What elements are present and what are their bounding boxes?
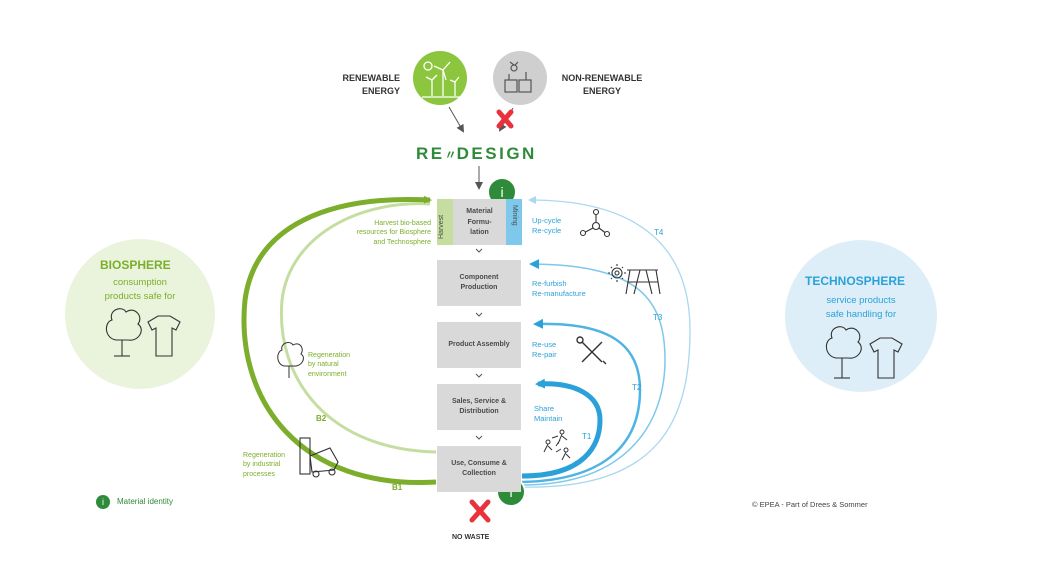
b2-label: B2 [316,414,327,423]
harvest-note-line2: resources for Biosphere [356,229,431,237]
t2-label: T2 [632,383,642,392]
regen-natural-line3: environment [308,370,347,378]
gear-icon [608,264,661,295]
sales-service-box: Sales, Service & Distribution [437,384,521,430]
upcycle-label: Up-cycle Re-cycle [532,216,561,236]
t1-label: T1 [582,432,592,441]
legend-info-marker: i [96,495,110,509]
biosphere-line1: consumption [113,277,167,288]
use-consume-line2: Collection [462,470,496,477]
t4-label: T4 [654,228,664,237]
people-icon [543,429,571,461]
logo-part1: RE [416,144,445,163]
regen-tree-icon [277,342,304,378]
machine-icon [299,437,339,478]
wrench-icon [576,336,607,365]
regen-natural-line1: Regeneration [308,352,351,359]
harvest-label: Harvest [438,214,445,239]
nonrenewable-energy-label: NON-RENEWABLE ENERGY [557,72,647,98]
regen-industrial-line2: by industrial [243,461,281,469]
renewable-energy-circle [413,51,467,105]
regen-industrial-line3: processes [243,470,275,478]
product-assembly-box: Product Assembly [437,322,521,368]
t2-loop [521,318,642,484]
harvest-bar: Harvest [437,199,453,245]
mining-bar: Mining [506,199,522,245]
technosphere-line2: safe handling for [825,308,897,320]
tree-icon-techno [825,326,862,379]
share-line2: Maintain [534,414,563,424]
share-label: Share Maintain [534,404,562,424]
nonrenewable-energy-circle [493,51,547,105]
biosphere-subtitle: consumption products safe for [90,276,190,304]
b2-loop [279,202,437,454]
refurbish-line1: Re-furbish [532,279,567,288]
x-cross-icon [496,109,514,129]
reuse-line2: Re-pair [532,350,557,360]
copyright-label: © EPEA - Part of Drees & Sommer [752,500,868,509]
factory-icon [504,61,532,93]
reuse-line1: Re-use [532,340,557,349]
no-waste-label: NO WASTE [452,534,490,541]
regen-natural-label: Regeneration by natural environment [308,351,350,379]
redesign-logo: RE〃DESIGN [416,144,537,163]
stage-connectors [475,248,483,440]
logo-part2: DESIGN [456,144,537,163]
renewable-energy-label: RENEWABLE ENERGY [320,72,400,98]
sales-service-line1: Sales, Service & [451,397,507,405]
info-marker-top-label: i [500,184,504,200]
component-production-line1: Component [459,273,499,281]
reuse-label: Re-use Re-pair [532,340,557,360]
use-consume-box: Use, Consume & Collection [437,446,521,492]
component-production-line2: Production [460,284,498,291]
no-waste-x-icon [469,499,491,523]
technosphere-line1: service products [826,295,896,306]
wind-turbine-icon [422,61,462,98]
share-line1: Share [534,404,555,413]
harvest-note: Harvest bio-based resources for Biospher… [343,219,431,247]
renewable-line2: ENERGY [361,86,400,97]
shirt-icon [147,315,181,357]
material-formulation-line2: Formu- [467,218,492,226]
mining-label: Mining [511,205,518,226]
harvest-note-line1: Harvest bio-based [374,220,431,227]
renewable-arrow [448,106,465,133]
biosphere-circle [65,239,215,389]
biosphere-title: BIOSPHERE [100,258,171,272]
material-formulation-box: Material Formu- lation [453,199,506,245]
biosphere-line2: products safe for [104,290,176,302]
t1-loop [521,378,603,479]
refurbish-line2: Re-manufacture [532,289,586,299]
nonrenewable-line1: NON-RENEWABLE [561,73,643,83]
technosphere-title: TECHNOSPHERE [805,274,906,288]
b1-loop [241,195,437,485]
upcycle-line2: Re-cycle [532,226,562,236]
technosphere-circle [785,240,937,392]
refurbish-label: Re-furbish Re-manufacture [532,279,586,299]
material-formulation-line3: lation [470,229,489,236]
t4-loop [521,196,691,488]
sales-service-line2: Distribution [459,408,499,415]
regen-industrial-line1: Regeneration [243,452,286,459]
upcycle-line1: Up-cycle [532,216,562,225]
component-production-box: Component Production [437,260,521,306]
technosphere-subtitle: service products safe handling for [805,294,917,322]
nonrenewable-line2: ENERGY [582,86,621,97]
renewable-line1: RENEWABLE [342,73,400,83]
legend-marker-label: i [102,497,104,507]
regen-industrial-label: Regeneration by industrial processes [243,451,285,479]
molecule-icon [579,208,611,238]
tree-icon [105,308,142,357]
b1-label: B1 [392,483,403,492]
material-formulation-line1: Material [466,208,493,215]
product-assembly-line1: Product Assembly [448,340,510,348]
shirt-icon-techno [869,337,903,379]
legend-label: Material identity [117,497,174,506]
t3-label: T3 [653,313,663,322]
regen-natural-line2: by natural [308,361,339,369]
info-marker-bottom-label: i [509,484,513,500]
harvest-note-line3: and Technosphere [373,238,431,246]
use-consume-line1: Use, Consume & [451,459,507,467]
